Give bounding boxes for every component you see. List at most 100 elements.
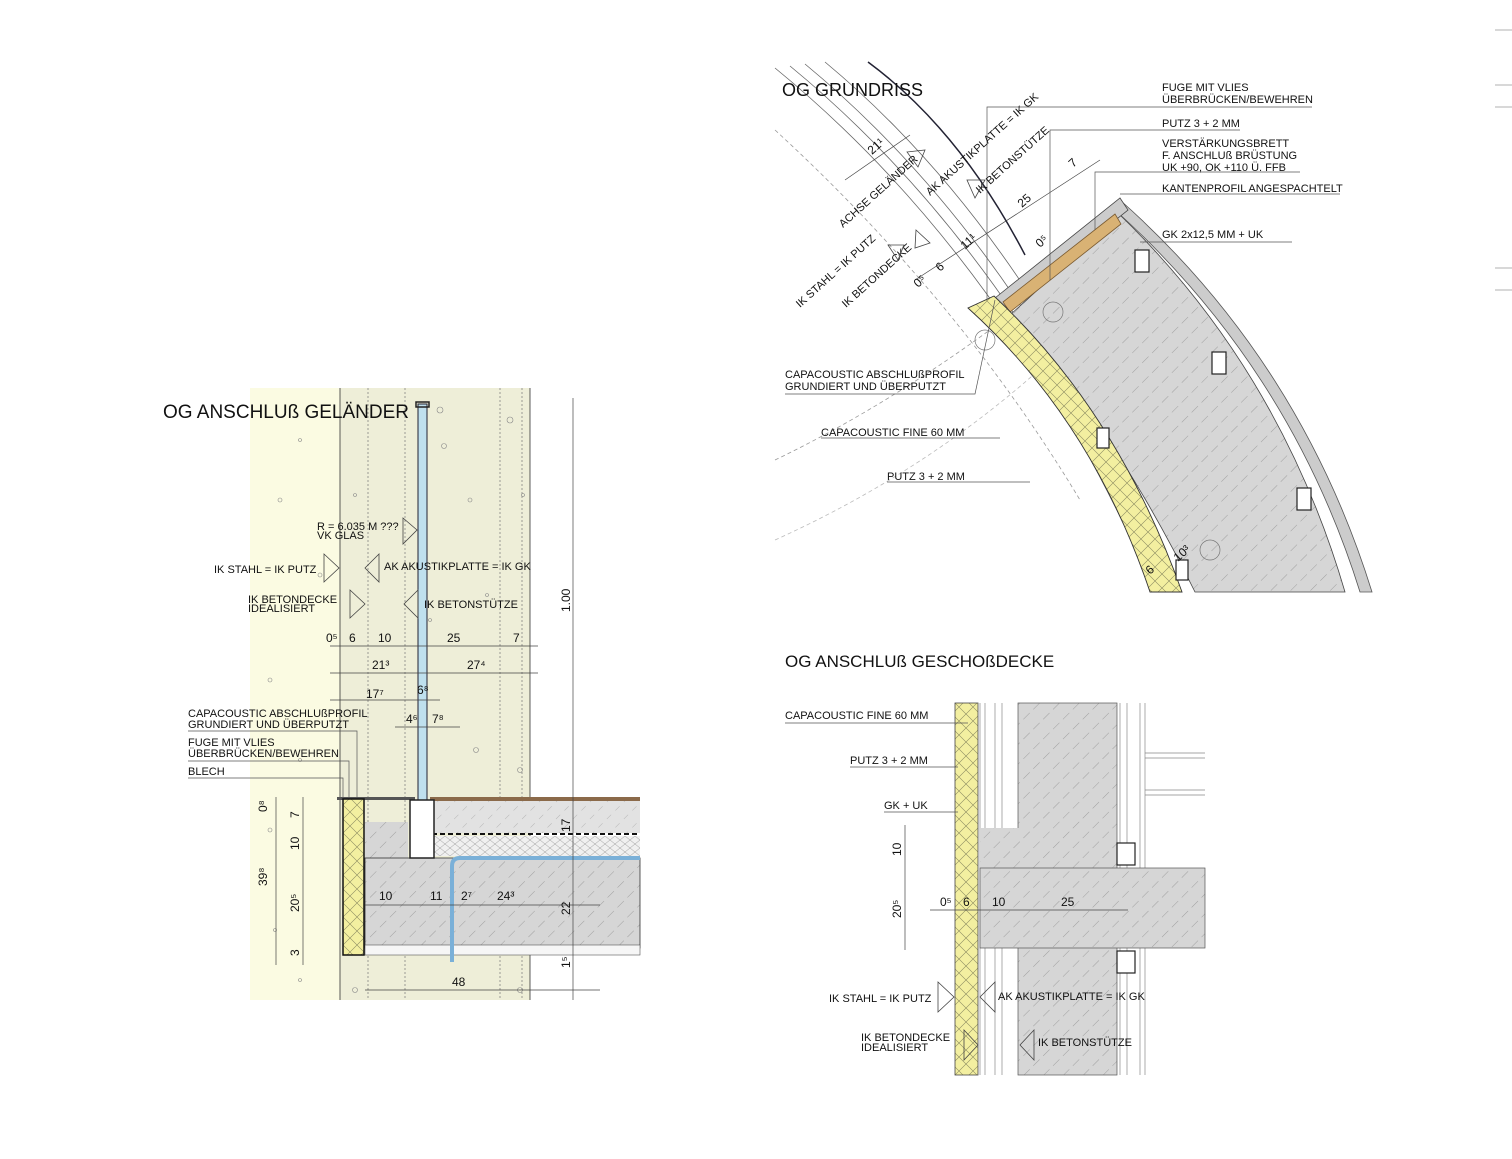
- level-marker-icon: [323, 553, 340, 583]
- label-achse: ACHSE GELÄNDER: [837, 153, 920, 230]
- label-brett: UK +90, OK +110 Ü. FFB: [1162, 162, 1286, 174]
- level-marker-icon: [403, 589, 419, 619]
- level-marker-icon: [963, 1028, 979, 1062]
- level-marker-icon: [1019, 1028, 1035, 1062]
- label-ak-akustik: AK AKUSTIKPLATTE = IK GK: [998, 991, 1145, 1003]
- label-kantenprofil: KANTENPROFIL ANGESPACHTELT: [1162, 183, 1343, 195]
- label-fine: CAPACOUSTIC FINE 60 MM: [821, 427, 964, 439]
- plan-detail: OG GRUNDRISS FUGE MIT VLIES ÜBERBRÜCKEN/…: [774, 61, 1373, 593]
- dim-label: 10: [378, 631, 392, 645]
- dim-label: 10: [379, 889, 393, 903]
- dimension-lines: [275, 398, 600, 1000]
- dim-label: 6: [933, 259, 948, 274]
- dim-label: 7: [513, 631, 520, 645]
- dim-label: 6: [963, 895, 970, 909]
- label-capacoustic: CAPACOUSTIC ABSCHLUßPROFIL: [188, 708, 368, 720]
- label-capacoustic: GRUNDIERT UND ÜBERPUTZT: [188, 719, 349, 731]
- dim-label: 22: [559, 901, 573, 915]
- dim-label: 2⁷: [461, 889, 472, 903]
- plan-title: OG GRUNDRISS: [782, 80, 923, 100]
- label-putz: PUTZ 3 + 2 MM: [887, 471, 965, 483]
- label-gk: GK + UK: [884, 800, 928, 812]
- sheet-edge-ticks: [1495, 29, 1512, 291]
- dim-label: 11¹: [958, 231, 980, 252]
- dim-label: 0⁵: [1033, 232, 1051, 250]
- level-marker-icon: [364, 553, 380, 583]
- concrete-slab: [364, 857, 641, 949]
- level-marker-icon: [349, 589, 366, 619]
- dim-label: 0⁵: [911, 272, 929, 290]
- dim-label: 4⁶: [406, 712, 418, 726]
- slab-upstand: [980, 828, 1020, 868]
- insulation-band: [967, 295, 1183, 593]
- glass-cap: [415, 401, 430, 408]
- leader-lines: [785, 722, 968, 813]
- dim-label: 0⁸: [256, 800, 270, 812]
- ak-akustik-label: AK AKUSTIKPLATTE = IK GK: [384, 561, 531, 573]
- dim-label: 7: [1066, 155, 1081, 170]
- detail-title: OG ANSCHLUß GESCHOßDECKE: [785, 652, 1054, 671]
- dim-label: 25: [447, 631, 461, 645]
- bracket-icons: [1096, 249, 1312, 581]
- outer-wall: [1114, 199, 1373, 593]
- leader-lines: [188, 730, 358, 798]
- dim-label: 7⁸: [432, 712, 444, 726]
- label-fine: CAPACOUSTIC FINE 60 MM: [785, 710, 928, 722]
- dim-label: 1⁵: [559, 956, 573, 968]
- label-brett: F. ANSCHLUß BRÜSTUNG: [1162, 150, 1297, 162]
- screed: [432, 801, 640, 833]
- dim-label: 10: [288, 836, 302, 850]
- plan-dim-lines: [844, 134, 1101, 281]
- sheet-metal: [337, 797, 415, 800]
- label-fuge: ÜBERBRÜCKEN/BEWEHREN: [188, 748, 339, 760]
- plaster-zone: [250, 388, 340, 1000]
- detail-slab: OG ANSCHLUß GESCHOßDECKE CAPACOUSTIC FIN…: [785, 652, 1206, 1076]
- level-marker-icon: [979, 981, 996, 1013]
- glass-line: [867, 61, 1026, 256]
- dim-label: 20⁵: [288, 894, 302, 912]
- glass-pane: [417, 403, 428, 853]
- dim-label: 21¹: [865, 135, 887, 157]
- dim-label: 6⁸: [417, 683, 429, 697]
- dim-label: 24³: [497, 889, 514, 903]
- anchor-rod: [450, 856, 640, 962]
- ik-betondecke-label: IK BETONDECKE: [248, 594, 337, 606]
- detail-railing: OG ANSCHLUß GELÄNDER R = 6.035 M ??? VK …: [163, 388, 641, 1000]
- label-blech: BLECH: [188, 766, 225, 778]
- label-capacoustic: GRUNDIERT UND ÜBERPUTZT: [785, 381, 946, 393]
- leader-lines: [785, 106, 1340, 483]
- detail-title: OG ANSCHLUß GELÄNDER: [163, 402, 409, 423]
- dim-label: 6: [349, 631, 356, 645]
- label-fuge: FUGE MIT VLIES: [188, 737, 275, 749]
- dim-label: 27⁴: [467, 658, 486, 672]
- label-ik-betondecke: IK BETONDECKE: [861, 1032, 950, 1044]
- impact-insulation: [432, 836, 640, 856]
- idealisiert-label: IDEALISIERT: [248, 603, 315, 615]
- dim-lines: [904, 825, 1128, 950]
- dim-label: 25: [1061, 895, 1075, 909]
- level-marker-icon: [937, 981, 955, 1013]
- dim-label: 48: [452, 975, 466, 989]
- label-fuge: FUGE MIT VLIES: [1162, 82, 1249, 94]
- concrete-slab: [979, 867, 1206, 949]
- label-idealisiert: IDEALISIERT: [861, 1042, 928, 1054]
- dim-label: 17⁷: [366, 687, 384, 701]
- dim-label: 25: [1015, 191, 1035, 211]
- vk-glas-label: VK GLAS: [317, 530, 364, 542]
- dim-label: 1.00: [559, 588, 573, 612]
- dim-label: 3: [288, 949, 302, 956]
- insulation-capacoustic: [342, 798, 365, 956]
- label-fuge: ÜBERBRÜCKEN/BEWEHREN: [1162, 94, 1313, 106]
- dim-label: 39⁸: [256, 868, 270, 886]
- label-ik-stahl: IK STAHL = IK PUTZ: [829, 993, 932, 1005]
- dim-label: 10: [992, 895, 1006, 909]
- label-ik-stahl: IK STAHL = IK PUTZ: [794, 233, 878, 311]
- label-brett: VERSTÄRKUNGSBRETT: [1162, 138, 1289, 150]
- ik-betonstuetze-label: IK BETONSTÜTZE: [424, 599, 518, 611]
- radius-label: R = 6.035 M ???: [317, 521, 399, 533]
- level-marker-icon: [402, 517, 418, 545]
- dim-label: 11: [430, 889, 443, 903]
- label-capacoustic: CAPACOUSTIC ABSCHLUßPROFIL: [785, 369, 965, 381]
- dim-label: 21³: [372, 658, 389, 672]
